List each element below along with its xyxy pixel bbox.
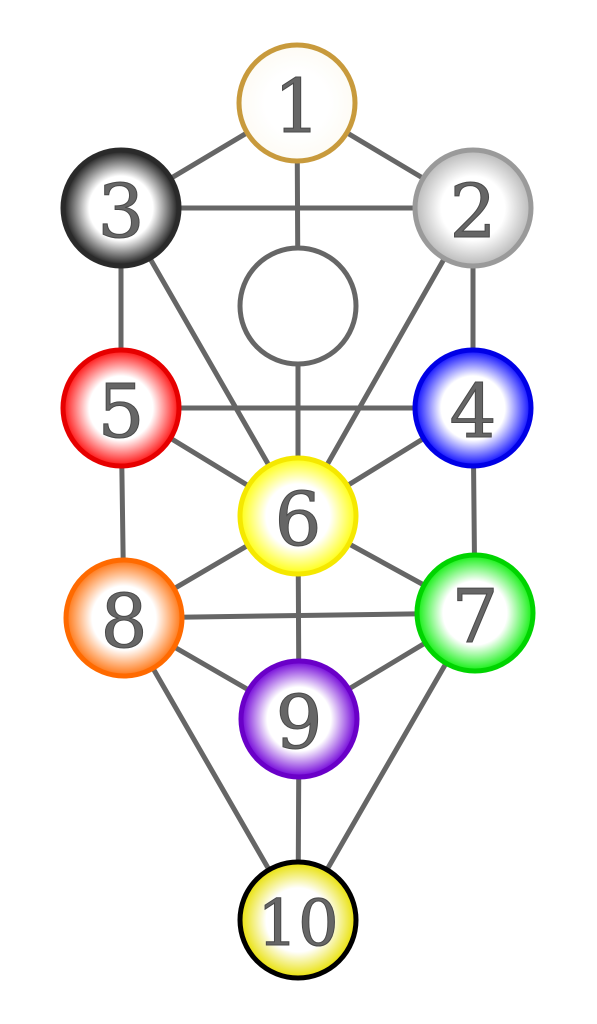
sphere-node-1: 1 xyxy=(236,42,358,164)
sphere-circle xyxy=(237,245,359,367)
sphere-circle xyxy=(238,658,360,780)
sphere-node-5: 5 xyxy=(60,347,182,469)
sphere-circle xyxy=(237,455,359,577)
sphere-node-8: 8 xyxy=(63,557,185,679)
sphere-number-label: 3 xyxy=(97,169,144,255)
sphere-circle xyxy=(236,42,358,164)
sphere-number-label: 4 xyxy=(449,369,496,455)
sphere-node-10: 10 xyxy=(237,859,359,981)
sphere-circle xyxy=(412,147,534,269)
sphere-number-label: 10 xyxy=(257,887,338,961)
sphere-circle xyxy=(60,347,182,469)
sphere-number-label: 6 xyxy=(274,477,321,563)
sphere-circle xyxy=(63,557,185,679)
hidden-sphere-node xyxy=(237,245,359,367)
sphere-node-3: 3 xyxy=(60,147,182,269)
sphere-number-label: 2 xyxy=(449,169,496,255)
sphere-node-7: 7 xyxy=(414,552,536,674)
sphere-circle xyxy=(60,147,182,269)
sphere-nodes: 1 2 3 4 5 6 7 8 9 10 xyxy=(60,42,536,981)
sphere-node-4: 4 xyxy=(412,347,534,469)
sphere-number-label: 8 xyxy=(100,579,147,665)
sphere-number-label: 9 xyxy=(275,680,322,766)
sphere-number-label: 1 xyxy=(273,64,320,150)
sphere-node-6: 6 xyxy=(237,455,359,577)
sphere-node-9: 9 xyxy=(238,658,360,780)
sphere-circle xyxy=(237,859,359,981)
sphere-circle xyxy=(412,347,534,469)
sphere-node-2: 2 xyxy=(412,147,534,269)
sphere-number-label: 5 xyxy=(97,369,144,455)
sphere-circle xyxy=(414,552,536,674)
sphere-number-label: 7 xyxy=(451,574,498,660)
